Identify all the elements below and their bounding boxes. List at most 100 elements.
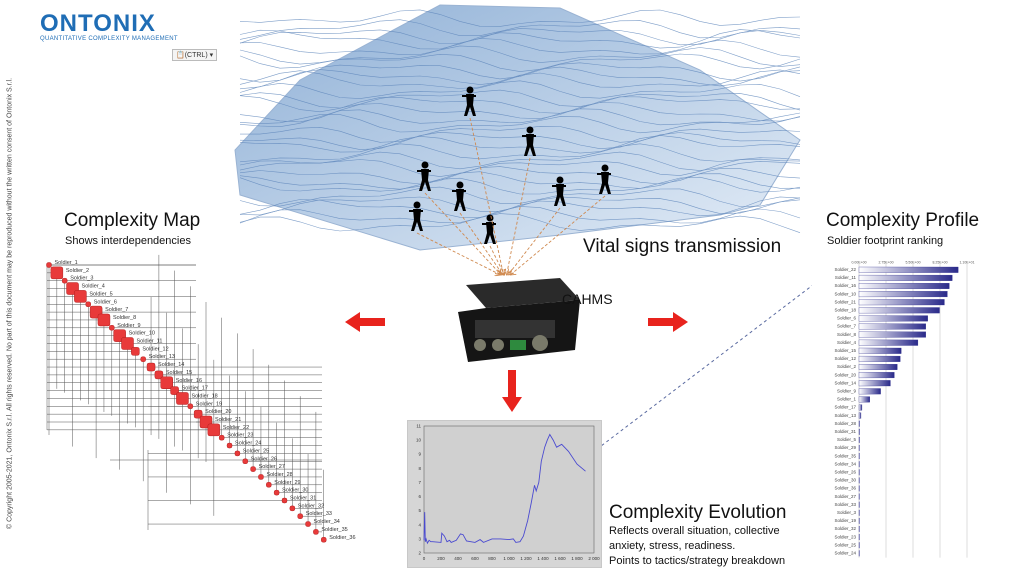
bar: [858, 274, 953, 281]
bar-label: Soldier_4: [837, 340, 857, 345]
contour-line: [239, 206, 801, 224]
node-marker: [74, 290, 87, 303]
evolution-line-3: Points to tactics/strategy breakdown: [609, 555, 786, 567]
map-node: Soldier_27: [250, 464, 285, 472]
node-label: Soldier_24: [235, 441, 261, 447]
map-node: Soldier_6: [85, 299, 117, 307]
node-label: Soldier_28: [266, 472, 292, 478]
bar: [858, 347, 902, 354]
signal-line: [510, 195, 606, 275]
bar-label: Soldier_7: [837, 324, 857, 329]
x-tick-label: 1 200: [520, 556, 532, 561]
complexity-profile-title: Complexity Profile: [826, 210, 980, 231]
node-label: Soldier_11: [137, 339, 163, 345]
complexity-map-subtitle: Shows interdependencies: [65, 235, 191, 247]
node-marker: [97, 313, 111, 327]
node-label: Soldier_1: [55, 260, 78, 266]
bar-label: Soldier_2: [837, 364, 857, 369]
bar-label: Soldier_9: [837, 389, 857, 394]
node-marker: [305, 521, 311, 527]
complexity-map-graph: Soldier_1Soldier_2Soldier_3Soldier_4Sold…: [46, 254, 356, 543]
node-marker: [187, 403, 194, 410]
paste-options-button[interactable]: 📋(CTRL) ▾: [172, 49, 218, 61]
map-node: Soldier_31: [281, 496, 316, 504]
node-marker: [85, 301, 91, 307]
bar-label: Soldier_16: [834, 283, 856, 288]
node-marker: [160, 376, 173, 389]
node-marker: [250, 466, 256, 472]
bar: [858, 453, 860, 460]
soldier-icons: [409, 86, 611, 244]
contour-line: [239, 135, 801, 154]
node-marker: [109, 325, 115, 331]
bar: [858, 493, 860, 500]
node-marker: [154, 370, 164, 380]
contour-line: [239, 38, 801, 58]
bar: [858, 534, 860, 541]
x-tick-label: 8.25E+00: [932, 261, 947, 265]
node-marker: [46, 262, 52, 268]
clipboard-icon: 📋: [176, 52, 185, 59]
vital-signs-caption: Vital signs transmission: [583, 236, 782, 257]
bar: [858, 299, 945, 306]
node-marker: [289, 505, 296, 512]
contour-line: [239, 186, 801, 207]
contour-line: [239, 89, 801, 111]
bar: [858, 412, 862, 419]
evolution-line-1: Reflects overall situation, collective: [609, 525, 780, 537]
signal-line: [416, 232, 501, 275]
plot-area: [423, 425, 595, 554]
bar-label: Soldier_21: [834, 299, 856, 304]
bar: [858, 469, 860, 476]
bar-label: Soldier_22: [834, 267, 856, 272]
node-marker: [121, 337, 134, 350]
bar: [858, 420, 860, 427]
map-node: Soldier_23: [218, 433, 253, 441]
bar-label: Soldier_15: [834, 348, 856, 353]
contour-line: [239, 151, 801, 171]
bar: [858, 526, 860, 532]
node-marker: [218, 434, 225, 441]
bar-label: Soldier_20: [834, 372, 856, 377]
bar: [858, 436, 860, 443]
node-label: Soldier_12: [142, 346, 168, 352]
y-tick-label: 5: [418, 508, 421, 513]
bar-label: Soldier_33: [834, 502, 856, 507]
bar-label: Soldier_3: [837, 510, 857, 515]
map-node: Soldier_16: [160, 376, 202, 389]
node-label: Soldier_18: [191, 393, 217, 399]
x-tick-label: 1 600: [554, 556, 566, 561]
bar-label: Soldier_32: [834, 526, 856, 531]
arrow-left-icon: [345, 312, 385, 332]
contour-line: [239, 196, 801, 218]
soldier-icon: [552, 176, 566, 206]
contour-line: [239, 112, 801, 134]
contour-line: [239, 143, 801, 163]
node-label: Soldier_3: [70, 276, 93, 282]
evolution-line-2: anxiety, stress, readiness.: [609, 540, 736, 552]
node-label: Soldier_5: [89, 291, 112, 297]
node-marker: [258, 474, 264, 480]
node-label: Soldier_33: [306, 511, 332, 517]
node-label: Soldier_23: [227, 433, 253, 439]
signal-line: [489, 245, 505, 275]
x-tick-label: 600: [471, 556, 479, 561]
node-marker: [226, 442, 233, 449]
bar-label: Soldier_6: [837, 316, 857, 321]
map-node: Soldier_32: [289, 503, 324, 512]
bar-label: Soldier_30: [834, 478, 856, 483]
node-label: Soldier_26: [251, 456, 277, 462]
map-node: Soldier_17: [170, 386, 208, 395]
map-node: Soldier_19: [187, 401, 222, 410]
node-label: Soldier_35: [321, 527, 347, 533]
map-node: Soldier_24: [226, 441, 261, 449]
map-node: Soldier_36: [321, 535, 356, 543]
complexity-profile-subtitle: Soldier footprint ranking: [827, 235, 944, 247]
contour-line: [239, 62, 801, 83]
bar-label: Soldier_25: [834, 542, 856, 547]
bar: [858, 355, 901, 362]
map-node: Soldier_15: [154, 370, 192, 380]
contour-line: [239, 9, 801, 27]
